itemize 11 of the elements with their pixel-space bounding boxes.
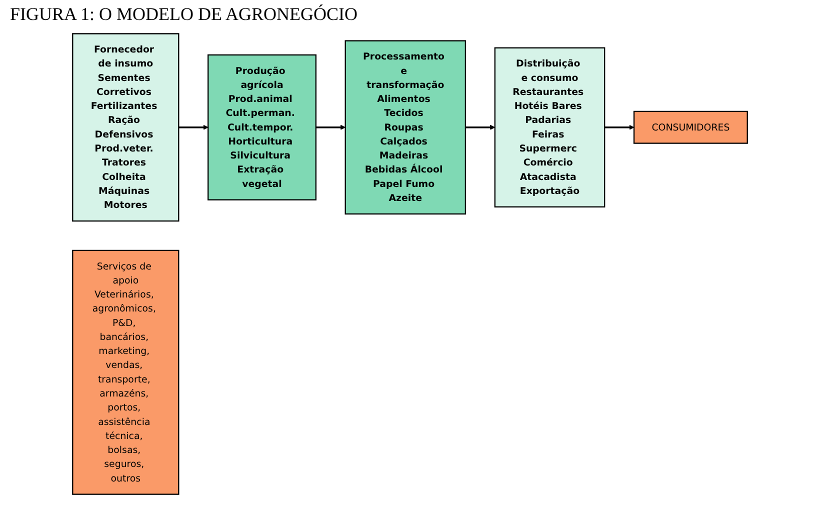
node-box: Produção agrícola Prod.animal Cult.perman. Cult.tempor. Horticultura Silvicultura Extração vegetal <box>208 54 316 200</box>
node-box: Fornecedor de insumo Sementes Corretivos Fertilizantes Ração Defensivos Prod.veter. Tratores Colheita Máquinas Motores <box>72 33 180 222</box>
arrow <box>604 124 634 130</box>
node-box: Serviços de apoio Veterinários, agronômicos, P&D, bancários, marketing, vendas, transporte, armazéns, portos, assistência técnica, bolsas, seguros, outros <box>72 250 180 495</box>
node-box: CONSUMIDORES <box>633 110 748 144</box>
node-box: Processamento e transformação Alimentos Tecidos Roupas Calçados Madeiras Bebidas Álcool Papel Fumo Azeite <box>344 40 466 215</box>
arrow <box>178 124 208 130</box>
arrow <box>316 124 346 130</box>
figure-title: FIGURA 1: O MODELO DE AGRONEGÓCIO <box>9 3 359 26</box>
node-box: Distribuição e consumo Restaurantes Hotéis Bares Padarias Feiras Supermerc Comércio Atacadista Exportação <box>494 47 606 208</box>
arrow <box>465 124 496 130</box>
